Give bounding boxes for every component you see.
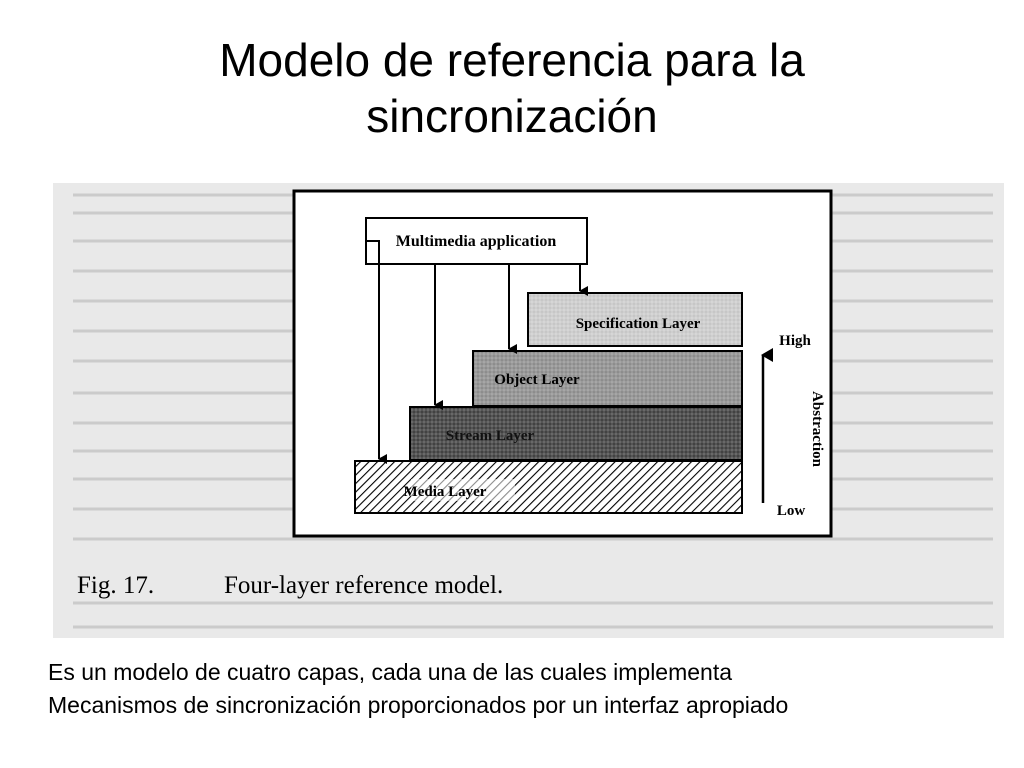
- stream-layer-label: Stream Layer: [446, 428, 535, 444]
- application-arrows: [366, 240, 588, 464]
- scale-low-label: Low: [777, 503, 806, 519]
- body-line-1: Es un modelo de cuatro capas, cada una d…: [48, 659, 733, 685]
- body-line-2: Mecanismos de sincronización proporciona…: [48, 692, 789, 718]
- slide-body-text: Es un modelo de cuatro capas, cada una d…: [48, 656, 1008, 722]
- object-layer: [472, 350, 743, 407]
- multimedia-application-label: Multimedia application: [396, 233, 557, 250]
- object-layer-label: Object Layer: [494, 372, 580, 388]
- scale-high-label: High: [779, 333, 811, 349]
- multimedia-application-box: [365, 217, 588, 265]
- abstraction-axis-label: Abstraction: [809, 391, 825, 467]
- slide-title-line-2: sincronización: [366, 90, 658, 142]
- media-layer-label: Media Layer: [404, 484, 487, 500]
- specification-layer: [527, 292, 743, 347]
- reference-model-diagram: Multimedia application Specification Lay…: [73, 189, 993, 629]
- figure-caption-number: Fig. 17.: [77, 572, 154, 599]
- specification-layer-label: Specification Layer: [576, 316, 701, 332]
- reference-model-figure: Multimedia application Specification Lay…: [53, 183, 1004, 638]
- slide-title-line-1: Modelo de referencia para la: [219, 34, 805, 86]
- slide-title: Modelo de referencia para la sincronizac…: [0, 32, 1024, 144]
- figure-caption-text: Four-layer reference model.: [224, 572, 503, 599]
